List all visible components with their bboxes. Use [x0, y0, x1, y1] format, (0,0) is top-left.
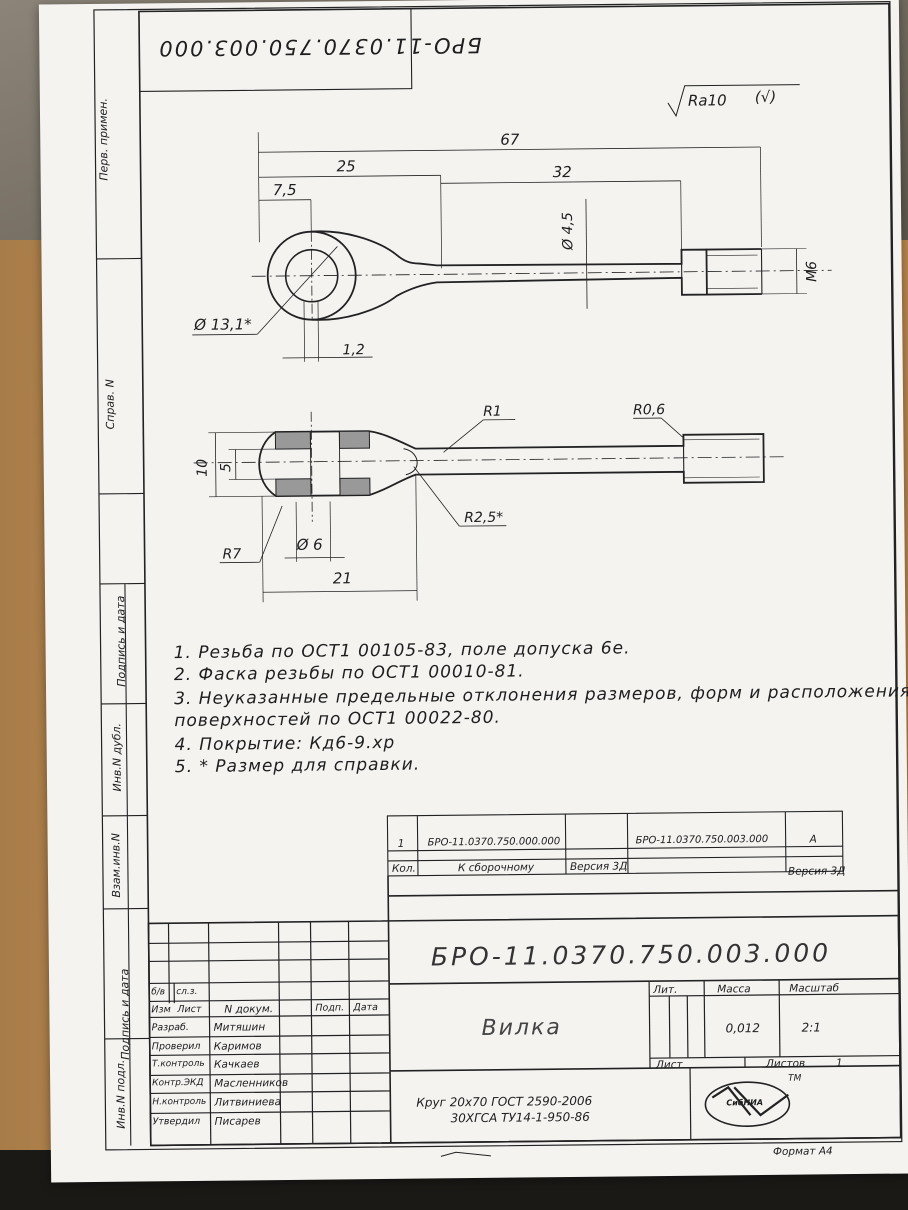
dim-25: 25: [336, 157, 356, 176]
side-label-ref: Справ. N: [103, 379, 117, 430]
dim-21: 21: [332, 569, 353, 588]
role-tcontrol-name: Качкаев: [213, 1058, 260, 1071]
drawing-sheet: БРО-11.0370.750.003.000 Перв. примен. Сп…: [38, 0, 908, 1183]
dim-10: 10: [194, 458, 211, 477]
role-approver: Утвердил: [152, 1115, 201, 1128]
dim-7-5: 7,5: [272, 180, 297, 200]
dim-r1: R1: [483, 403, 502, 420]
dim-m6: M6: [804, 260, 821, 283]
dim-dia-13-1: Ø 13,1*: [194, 315, 252, 334]
spec-doc2: БРО-11.0370.750.003.000: [635, 833, 769, 847]
note-1: 1. Резьба по ОСТ1 00105-83, поле допуска…: [173, 638, 631, 664]
title-sheets: 1: [835, 1057, 843, 1070]
title-scale-label: Масштаб: [789, 982, 840, 995]
spec-col-ver: Версия 3Д: [569, 860, 628, 874]
left-side-strip: [96, 257, 150, 1146]
spec-doc1: БРО-11.0370.750.000.000: [427, 836, 561, 849]
logo-graphic: [704, 1081, 791, 1127]
dim-67: 67: [500, 130, 520, 149]
head-sign: Подп.: [315, 1002, 345, 1014]
dim-r0-6: R0,6: [633, 401, 666, 419]
spec-lit: А: [809, 833, 817, 846]
side-label-replace-inv: Взам.инв.N: [109, 832, 123, 898]
logo-tm: TM: [788, 1073, 802, 1084]
role-ekd: Контр.ЭКД: [152, 1077, 204, 1089]
inner-frame: [138, 2, 902, 1147]
title-part-name: Вилка: [481, 1015, 562, 1041]
drawing-graphics: [93, 1, 903, 1157]
dim-r7: R7: [222, 546, 242, 563]
title-block-lines: [147, 875, 902, 1147]
title-lit-label: Лит.: [653, 983, 678, 997]
side-label-first-use: Перв. примен.: [96, 98, 111, 181]
role-tcontrol: Т.контроль: [151, 1058, 205, 1070]
outer-frame: [93, 1, 903, 1151]
spec-col-kol: Кол.: [391, 862, 416, 875]
side-label-sign-date-2: Подпись и дата: [114, 595, 129, 687]
spec-col-to: К сборочному: [457, 861, 535, 875]
role-developer-name: Митяшин: [213, 1021, 266, 1034]
role-approver-name: Писарев: [214, 1115, 261, 1128]
role-ncontrol: Н.контроль: [152, 1096, 207, 1108]
logo-text: СибНИА: [726, 1098, 764, 1108]
spec-qty: 1: [397, 837, 405, 850]
side-label-orig-inv: Инв.N подл.: [114, 1059, 128, 1129]
dim-dia-4-5: Ø 4,5: [559, 212, 577, 250]
pen-mark: [440, 1151, 491, 1157]
part-side-view: [193, 411, 784, 603]
part-top-view: [192, 84, 832, 362]
note-3-cont: поверхностей по ОСТ1 00022-80.: [174, 707, 502, 732]
dim-r2-5: R2,5*: [464, 509, 504, 527]
title-mass: 0,012: [725, 1021, 761, 1036]
title-format: Формат А4: [772, 1145, 833, 1158]
dim-5: 5: [218, 463, 235, 473]
head-list: Лист: [177, 1003, 202, 1016]
roughness-mark: Ra10: [687, 91, 727, 110]
roughness-check: (√): [754, 87, 777, 107]
title-sheet-label: Лист: [655, 1058, 683, 1072]
spec-table-lines: [386, 810, 844, 877]
note-4: 4. Покрытие: Кд6-9.хр: [174, 732, 396, 756]
role-developer: Разраб.: [151, 1022, 189, 1034]
note-2: 2. Фаска резьбы по ОСТ1 00010-81.: [173, 661, 525, 686]
role-checker: Проверил: [151, 1040, 201, 1053]
side-label-dup-inv: Инв.N дубл.: [110, 722, 124, 792]
title-material-2: 30ХГСА ТУ14-1-950-86: [450, 1109, 590, 1126]
spec-col-ver2: Версия 3Д: [787, 865, 846, 878]
stamp-box: [138, 8, 413, 93]
role-ncontrol-name: Литвиниева: [214, 1096, 282, 1109]
head-doc: N докум.: [224, 1003, 274, 1016]
side-label-sign-date-1: Подпись и дата: [118, 968, 132, 1060]
note-5: 5. * Размер для справки.: [174, 754, 421, 778]
head-bv: б/в: [151, 987, 166, 998]
title-sheets-label: Листов: [765, 1057, 806, 1070]
dim-1-2: 1,2: [342, 342, 365, 359]
title-designation: БРО-11.0370.750.003.000: [430, 938, 832, 972]
stamp-code: БРО-11.0370.750.003.000: [157, 32, 482, 61]
title-scale: 2:1: [801, 1020, 821, 1035]
title-mass-label: Масса: [717, 983, 751, 996]
head-date: Дата: [353, 1002, 379, 1014]
dim-32: 32: [552, 162, 572, 182]
head-slz: сл.з.: [176, 986, 198, 998]
role-checker-name: Каримов: [213, 1040, 262, 1053]
role-ekd-name: Масленников: [214, 1076, 289, 1090]
title-material-1: Круг 20х70 ГОСТ 2590-2006: [416, 1093, 593, 1110]
head-izm: Изм: [151, 1004, 171, 1016]
dim-dia-6: Ø 6: [296, 535, 323, 554]
